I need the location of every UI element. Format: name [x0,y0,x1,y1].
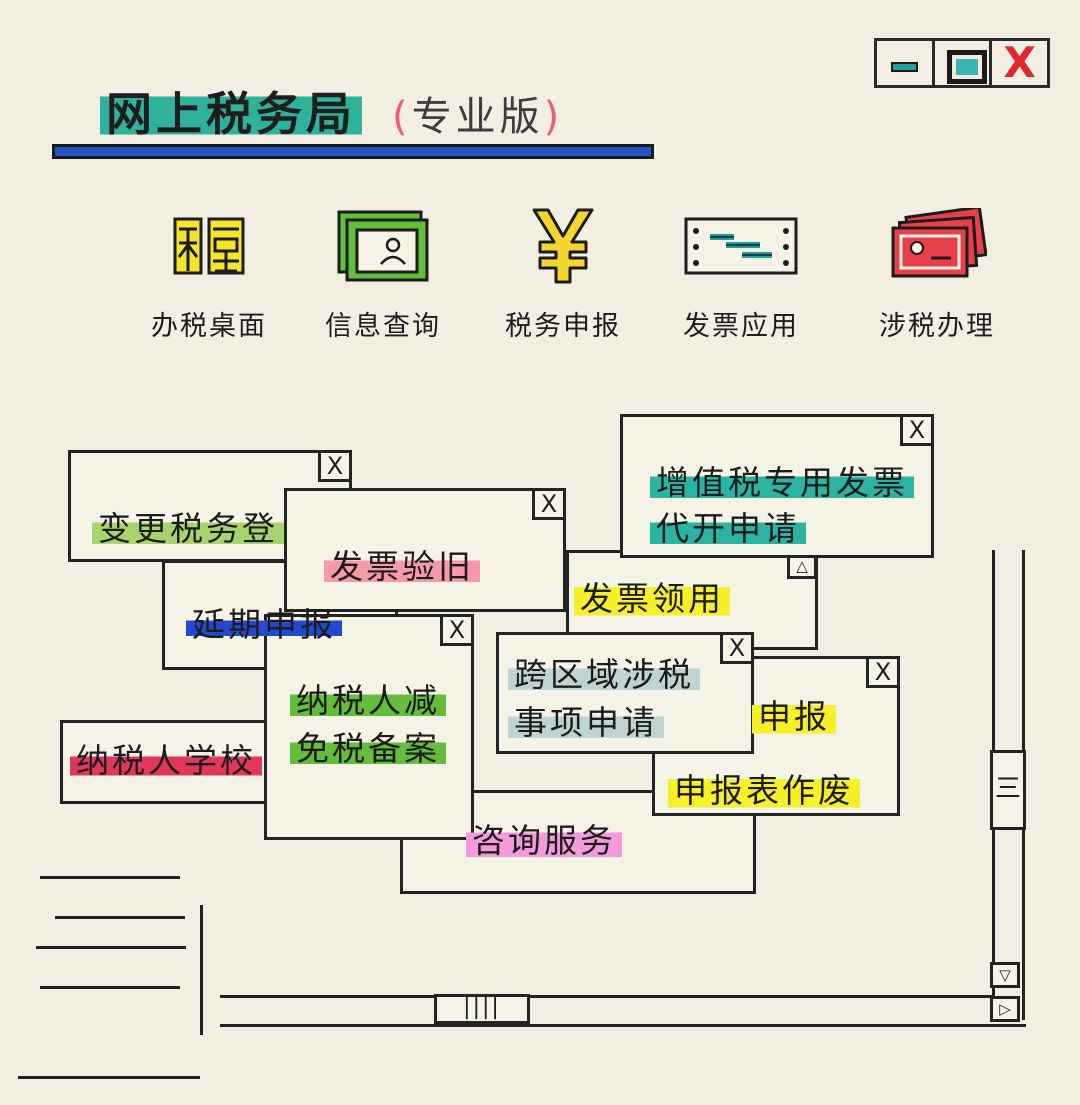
close-icon[interactable]: X [992,41,1051,85]
hscroll-track-bottom [220,1024,1026,1027]
horizontal-scroll-thumb[interactable]: |||| [434,994,530,1024]
deferred-filing-label[interactable]: 延期申报 [186,604,342,646]
text-line [40,986,180,989]
toolbar-label: 信息查询 [325,311,441,342]
cross-region-label-line1[interactable]: 跨区域涉税 [508,654,700,696]
close-icon[interactable]: X [720,632,754,664]
toolbar-item-info-query[interactable]: 信息查询 [308,200,458,343]
close-icon[interactable]: X [866,656,900,688]
cross-region-label-line2[interactable]: 事项申请 [508,702,664,744]
window-controls: X [874,38,1051,88]
close-icon[interactable]: X [900,414,934,446]
invoice-icon [684,217,798,275]
taxpayer-reduction-label-line2[interactable]: 免税备案 [290,728,446,770]
app-title: 网上税务局 (专业版) [100,78,563,144]
yuan-icon [532,208,594,284]
toolbar-item-tax-desktop[interactable]: 办税桌面 [134,200,284,343]
invoice-collection-label[interactable]: 发票领用 [574,578,730,620]
close-icon[interactable]: X [318,450,352,482]
text-line [36,946,186,949]
toolbar-label: 发票应用 [683,311,799,342]
taxpayer-reduction-label-line1[interactable]: 纳税人减 [290,680,446,722]
consulting-service-label[interactable]: 咨询服务 [466,820,622,862]
text-line [55,916,185,919]
tax-handling-icon [891,208,987,278]
text-line [40,876,180,879]
hscroll-track-top [220,995,992,998]
close-icon[interactable]: X [532,488,566,520]
vat-invoice-label-line2[interactable]: 代开申请 [650,508,806,550]
app-title-text: 网上税务局 [100,87,362,141]
maximize-icon[interactable] [935,41,993,85]
toolbar-label: 办税桌面 [151,311,267,342]
minimize-icon[interactable] [877,41,935,85]
info-query-icon [337,210,429,282]
text-line [18,1076,200,1079]
taxpayer-school-label[interactable]: 纳税人学校 [70,740,262,782]
title-underline [52,144,654,159]
frame-divider [200,905,203,1035]
filing-label[interactable]: 申报 [752,696,836,738]
invoice-verification-label[interactable]: 发票验旧 [324,546,480,588]
window-taxpayer-reduction[interactable]: X [264,614,474,840]
scroll-down-icon[interactable]: ▽ [990,962,1020,988]
close-icon[interactable]: X [440,614,474,646]
change-registration-label[interactable]: 变更税务登 [92,508,284,550]
vertical-scroll-thumb[interactable]: 三 [990,750,1026,830]
vat-invoice-label-line1[interactable]: 增值税专用发票 [650,462,914,504]
toolbar-label: 涉税办理 [879,311,995,342]
toolbar-label: 税务申报 [505,311,621,342]
scroll-right-icon[interactable]: ▷ [990,996,1020,1022]
app-subtitle: (专业版) [392,94,564,140]
tax-desktop-icon [173,217,245,275]
toolbar-item-tax-handling[interactable]: 涉税办理 [862,200,1012,343]
toolbar-item-invoice[interactable]: 发票应用 [666,200,816,343]
filing-void-label[interactable]: 申报表作废 [668,770,860,812]
toolbar-item-tax-filing[interactable]: 税务申报 [488,200,638,343]
